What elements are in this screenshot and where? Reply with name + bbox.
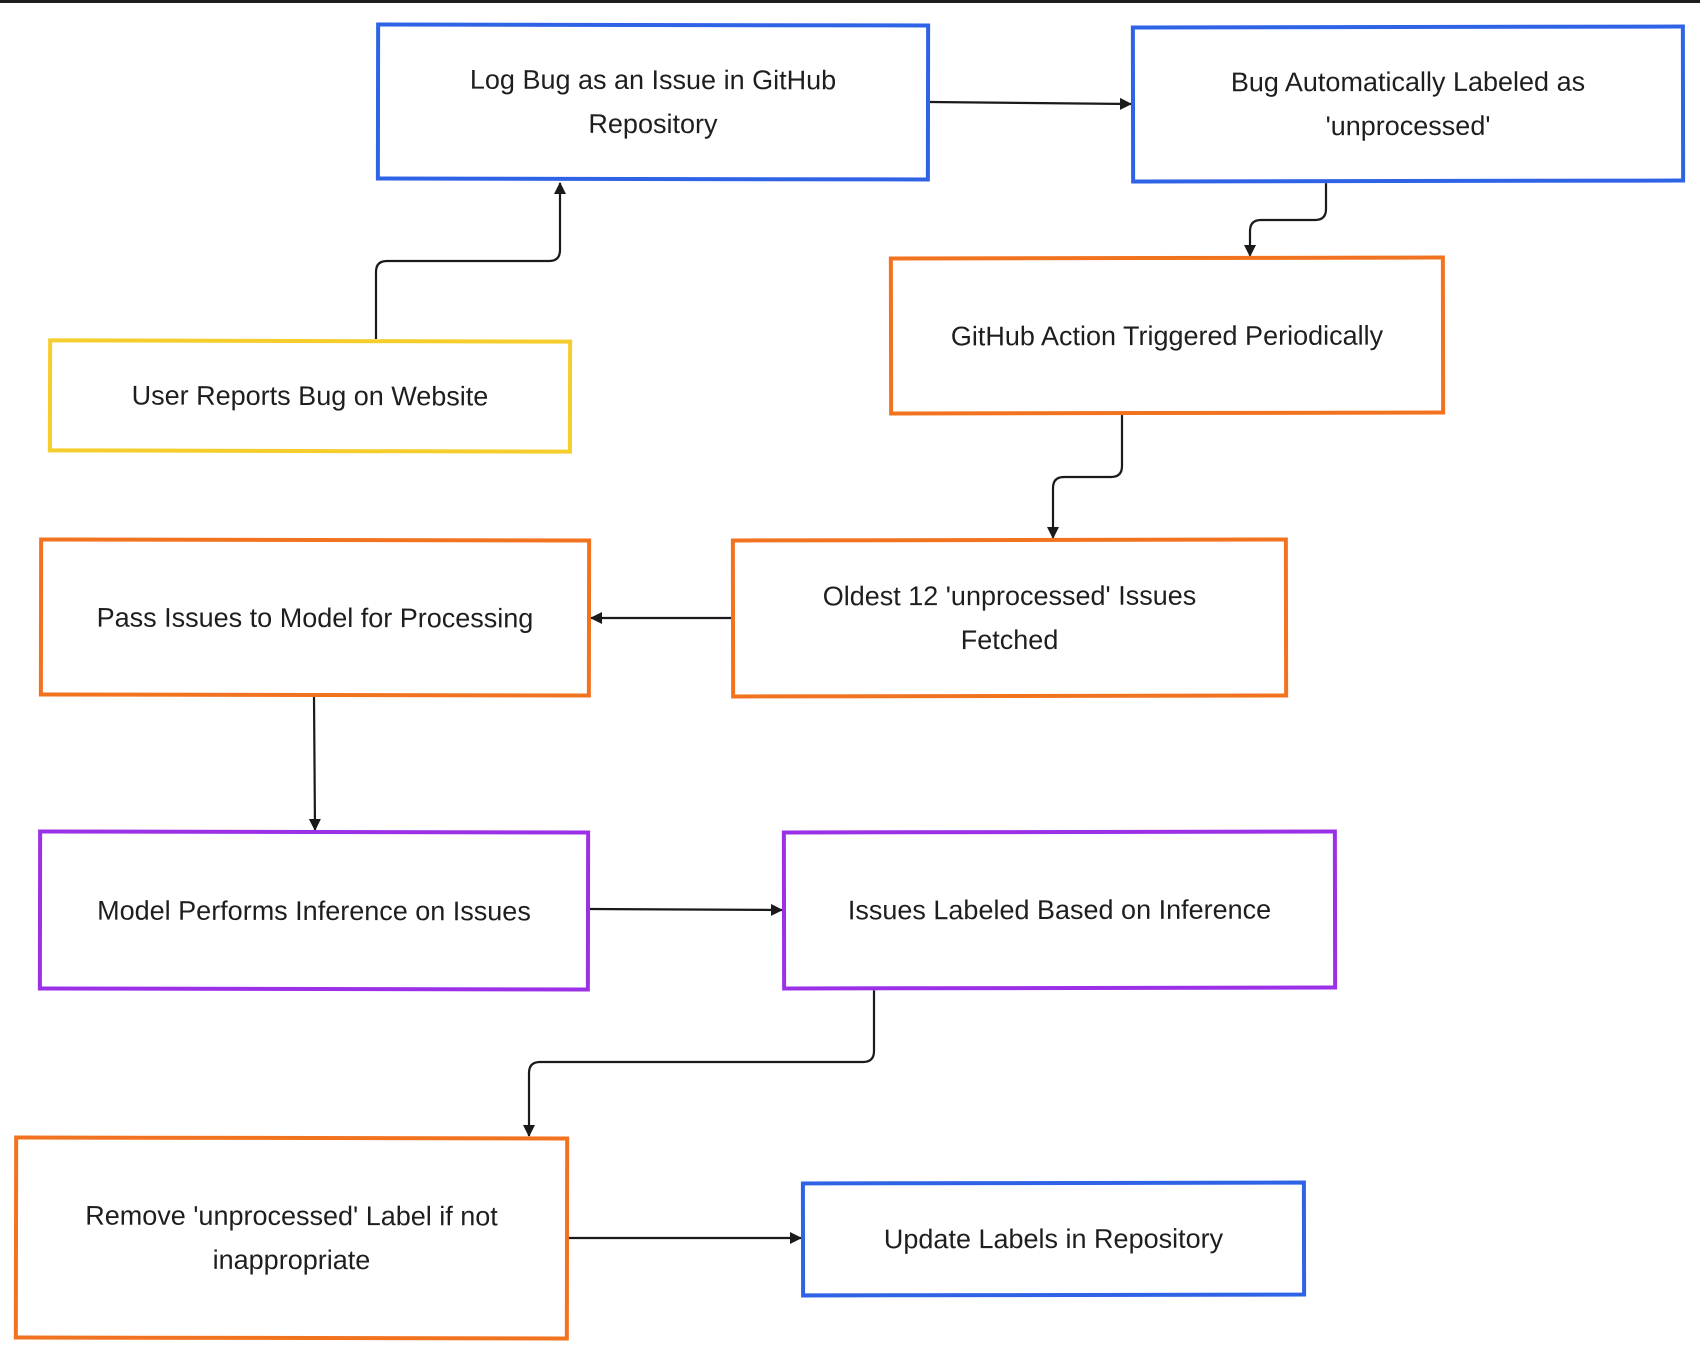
node-label: Model Performs Inference on Issues (97, 895, 531, 926)
node-label: Update Labels in Repository (883, 1223, 1224, 1255)
node-remove-label[interactable]: Remove 'unprocessed' Label if not inappr… (13, 1135, 570, 1341)
edge-inference-to-labeled (589, 903, 783, 916)
node-label: Pass Issues to Model for Processing (96, 602, 534, 633)
node-label: User Reports Bug on Website (131, 380, 489, 412)
edge-auto-labeled-to-action (1244, 183, 1328, 257)
node-auto-labeled[interactable]: Bug Automatically Labeled as 'unprocesse… (1130, 24, 1686, 184)
node-issues-labeled[interactable]: Issues Labeled Based on Inference (781, 829, 1338, 991)
node-label: Issues Labeled Based on Inference (847, 894, 1272, 926)
node-label: Log Bug as an Issue in GitHub Repository (469, 64, 837, 140)
node-pass-issues[interactable]: Pass Issues to Model for Processing (38, 537, 592, 698)
edge-labeled-to-remove (523, 990, 876, 1137)
node-model-inference[interactable]: Model Performs Inference on Issues (37, 829, 591, 992)
node-label: GitHub Action Triggered Periodically (950, 320, 1384, 351)
node-log-bug[interactable]: Log Bug as an Issue in GitHub Repository (375, 22, 931, 182)
top-rule (0, 0, 1700, 3)
node-update-labels[interactable]: Update Labels in Repository (800, 1180, 1307, 1298)
node-oldest-fetched[interactable]: Oldest 12 'unprocessed' Issues Fetched (730, 537, 1289, 699)
edge-pass-to-inference (308, 696, 321, 831)
node-action-triggered[interactable]: GitHub Action Triggered Periodically (888, 255, 1446, 416)
edge-action-to-oldest (1047, 415, 1124, 539)
edge-user-reports-to-log-bug (374, 182, 566, 339)
node-label: Oldest 12 'unprocessed' Issues Fetched (822, 580, 1197, 656)
node-label: Remove 'unprocessed' Label if not inappr… (85, 1200, 498, 1276)
edge-log-bug-to-auto-labeled (929, 97, 1132, 110)
node-label: Bug Automatically Labeled as 'unprocesse… (1230, 66, 1586, 142)
node-user-reports[interactable]: User Reports Bug on Website (47, 338, 573, 454)
